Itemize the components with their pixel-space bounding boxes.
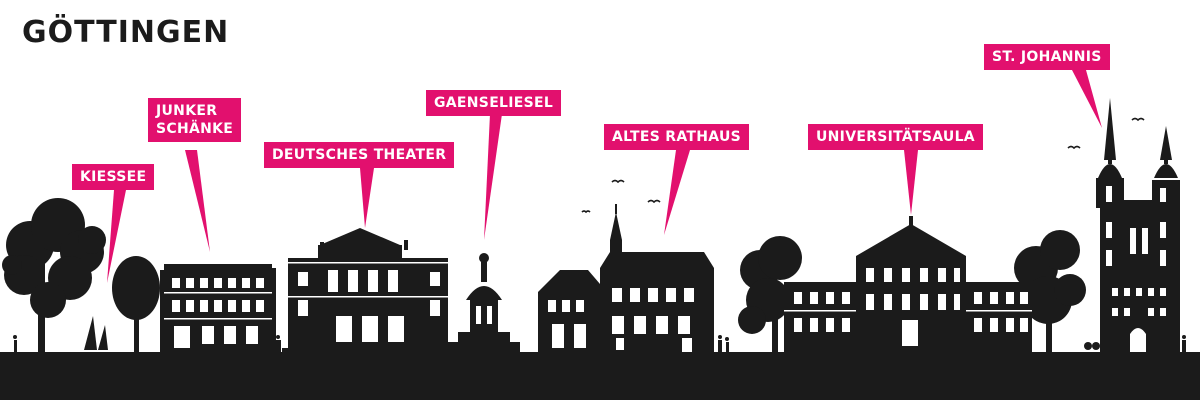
pointer-theater	[360, 168, 374, 228]
landmark-label-universitaetsaula: UNIVERSITÄTSAULA	[808, 124, 983, 150]
pointer-johannis	[1072, 70, 1102, 128]
pointer-gaenseliesel	[484, 114, 502, 240]
landmark-label-altes-rathaus: ALTES RATHAUS	[604, 124, 750, 150]
landmark-label-kiessee: KIESSEE	[72, 164, 155, 190]
pointer-aula	[904, 150, 918, 215]
church-windows	[1106, 186, 1166, 352]
rathaus-windows	[548, 288, 694, 352]
st-johannis-church	[1084, 98, 1186, 352]
callout-pointers	[107, 70, 1102, 283]
ground	[0, 352, 1200, 400]
gaenseliesel-fountain	[448, 253, 520, 352]
universitaetsaula-trees	[738, 230, 1086, 352]
fountain-detail	[476, 306, 492, 324]
pointer-rathaus	[664, 150, 690, 235]
theater-windows	[288, 262, 448, 342]
pointer-junker	[185, 150, 210, 252]
aula-windows	[784, 268, 1032, 346]
landmark-label-deutsches-theater: DEUTSCHES THEATER	[264, 142, 455, 168]
page-title: GÖTTINGEN	[22, 15, 230, 50]
landmark-label-st-johannis: ST. JOHANNIS	[984, 44, 1110, 70]
junker-windows	[164, 278, 272, 348]
birds	[581, 117, 1145, 214]
landmark-label-gaenseliesel: GAENSELIESEL	[426, 90, 562, 116]
landmark-label-junker-schaenke: JUNKER SCHÄNKE	[148, 98, 242, 142]
altes-rathaus-building	[538, 204, 729, 352]
kiessee-trees	[2, 198, 160, 352]
pointer-kiessee	[107, 190, 126, 283]
